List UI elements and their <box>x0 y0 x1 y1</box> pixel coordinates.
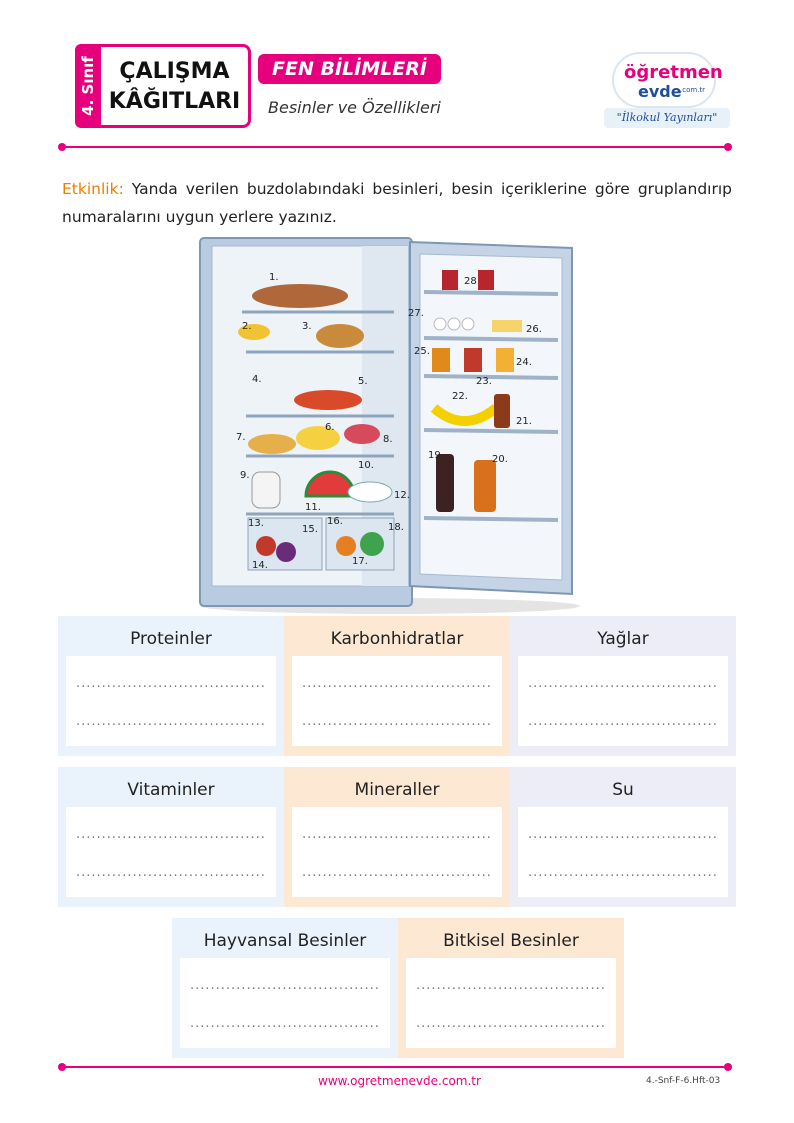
answer-line[interactable]: ........................................… <box>76 827 266 842</box>
fridge-label-6: 6. <box>325 422 335 433</box>
fridge-label-28: 28 <box>464 276 477 287</box>
fridge-label-20: 20. <box>492 454 508 465</box>
topic-title: Besinler ve Özellikleri <box>268 98 441 117</box>
answer-area[interactable]: ........................................… <box>180 958 390 1048</box>
fridge-label-18: 18. <box>388 522 404 533</box>
group-box-proteinler: Proteinler .............................… <box>58 616 284 756</box>
fridge-label-16: 16. <box>327 516 343 527</box>
title-line-1: ÇALIŞMA <box>119 59 230 84</box>
title-line-2: KÂĞITLARI <box>108 89 241 114</box>
fridge-label-14: 14. <box>252 560 268 571</box>
answer-area[interactable]: ........................................… <box>66 656 276 746</box>
fridge-label-27: 27. <box>408 308 424 319</box>
answer-line[interactable]: ........................................… <box>76 865 266 880</box>
instruction: Etkinlik: Yanda verilen buzdolabındaki b… <box>62 175 732 231</box>
group-title: Vitaminler <box>127 780 215 800</box>
logo-brand-2: evde <box>638 82 682 101</box>
group-box-yaglar: Yağlar .................................… <box>510 616 736 756</box>
answer-line[interactable]: ........................................… <box>416 978 606 993</box>
fridge-label-21: 21. <box>516 416 532 427</box>
fridge-label-7: 7. <box>236 432 246 443</box>
fridge-label-11: 11. <box>305 502 321 513</box>
worksheet-title: ÇALIŞMA KÂĞITLARI <box>101 44 251 128</box>
answer-area[interactable]: ........................................… <box>292 656 502 746</box>
group-box-vitaminler: Vitaminler .............................… <box>58 767 284 907</box>
fridge-illustration: 1. 2. 3. 4. 5. 6. 7. 8. 9. 10. 11. 12. 1… <box>199 237 580 614</box>
answer-line[interactable]: ........................................… <box>528 865 718 880</box>
fridge-label-3: 3. <box>302 321 312 332</box>
answer-line[interactable]: ........................................… <box>302 714 492 729</box>
answer-line[interactable]: ........................................… <box>416 1016 606 1031</box>
fridge-label-19: 19. <box>428 450 444 461</box>
fridge-label-12: 12. <box>394 490 410 501</box>
fridge-label-26: 26. <box>526 324 542 335</box>
group-box-mineraller: Mineraller .............................… <box>284 767 510 907</box>
fridge-label-25: 25. <box>414 346 430 357</box>
grade-label: 4. Sınıf <box>79 56 97 116</box>
answer-line[interactable]: ........................................… <box>528 676 718 691</box>
fridge-label-17: 17. <box>352 556 368 567</box>
group-title: Su <box>612 780 634 800</box>
fridge-label-13: 13. <box>248 518 264 529</box>
group-box-su: Su .....................................… <box>510 767 736 907</box>
answer-line[interactable]: ........................................… <box>302 865 492 880</box>
answer-line[interactable]: ........................................… <box>528 827 718 842</box>
logo-brand-1: öğretmen <box>624 62 723 83</box>
answer-area[interactable]: ........................................… <box>66 807 276 897</box>
fridge-label-24: 24. <box>516 357 532 368</box>
group-title: Proteinler <box>130 629 212 649</box>
fridge-label-10: 10. <box>358 460 374 471</box>
publisher-logo: öğretmen evde .com.tr "İlkokul Yayınları… <box>598 44 734 132</box>
answer-line[interactable]: ........................................… <box>528 714 718 729</box>
fridge-label-9: 9. <box>240 470 250 481</box>
fridge-label-15: 15. <box>302 524 318 535</box>
fridge-label-5: 5. <box>358 376 368 387</box>
group-title: Yağlar <box>597 629 649 649</box>
answer-line[interactable]: ........................................… <box>76 676 266 691</box>
answer-area[interactable]: ........................................… <box>518 656 728 746</box>
answer-area[interactable]: ........................................… <box>406 958 616 1048</box>
logo-cloud-icon <box>612 52 716 108</box>
group-box-hayvansal: Hayvansal Besinler .....................… <box>172 918 398 1058</box>
logo-tagline: "İlkokul Yayınları" <box>604 108 730 128</box>
fridge-label-8: 8. <box>383 434 393 445</box>
header-divider <box>58 143 732 151</box>
footer-url[interactable]: www.ogretmenevde.com.tr <box>318 1074 481 1088</box>
footer-code: 4.-Snf-F-6.Hft-03 <box>646 1076 721 1086</box>
fridge-label-4: 4. <box>252 374 262 385</box>
answer-line[interactable]: ........................................… <box>302 676 492 691</box>
instruction-text: Yanda verilen buzdolabındaki besinleri, … <box>62 180 732 226</box>
answer-area[interactable]: ........................................… <box>518 807 728 897</box>
group-title: Hayvansal Besinler <box>203 931 367 951</box>
logo-domain: .com.tr <box>680 86 706 94</box>
group-title: Karbonhidratlar <box>330 629 464 649</box>
group-title: Bitkisel Besinler <box>443 931 579 951</box>
group-box-bitkisel: Bitkisel Besinler ......................… <box>398 918 624 1058</box>
instruction-label: Etkinlik: <box>62 180 124 198</box>
fridge-label-23: 23. <box>476 376 492 387</box>
answer-line[interactable]: ........................................… <box>190 978 380 993</box>
answer-line[interactable]: ........................................… <box>302 827 492 842</box>
fridge-label-22: 22. <box>452 391 468 402</box>
subject-badge: FEN BİLİMLERİ <box>258 54 441 84</box>
fridge-label-1: 1. <box>269 272 279 283</box>
answer-line[interactable]: ........................................… <box>190 1016 380 1031</box>
group-title: Mineraller <box>354 780 440 800</box>
answer-line[interactable]: ........................................… <box>76 714 266 729</box>
footer-divider <box>58 1063 732 1071</box>
answer-area[interactable]: ........................................… <box>292 807 502 897</box>
fridge-label-2: 2. <box>242 321 252 332</box>
grade-tab: 4. Sınıf <box>75 44 101 128</box>
group-box-karbonhidratlar: Karbonhidratlar ........................… <box>284 616 510 756</box>
